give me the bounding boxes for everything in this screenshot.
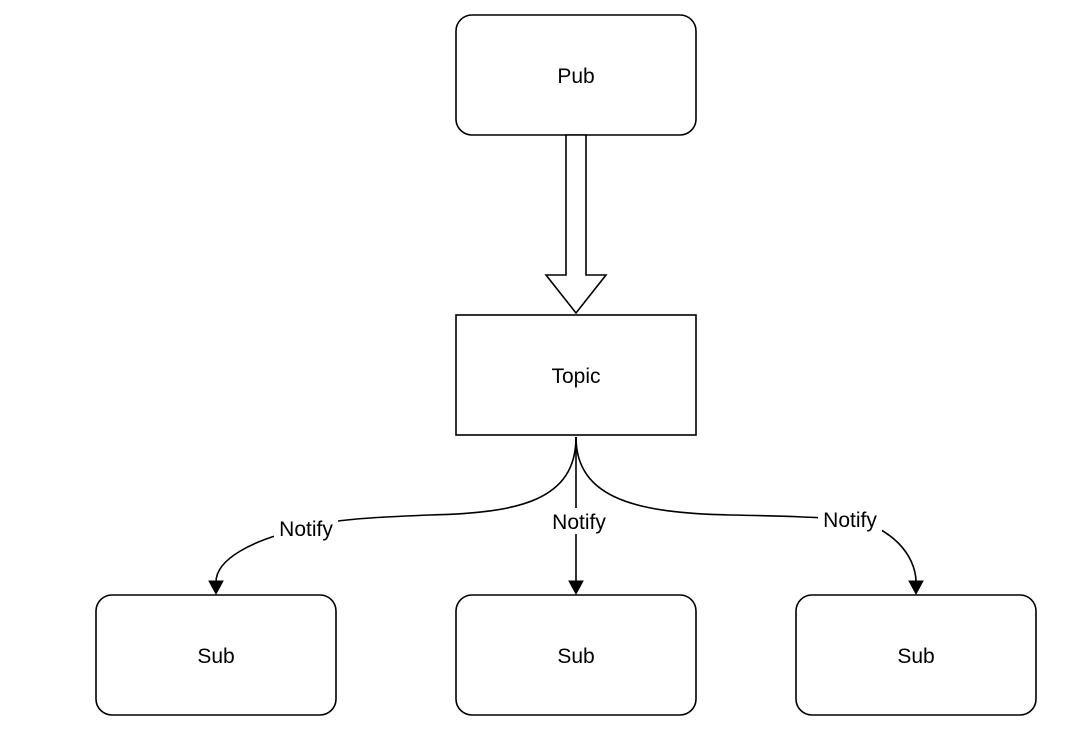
notify-edge-left-arrowhead bbox=[208, 580, 224, 596]
notify-edge-right[interactable]: Notify bbox=[575, 436, 924, 596]
notify-edge-center-label: Notify bbox=[552, 511, 606, 534]
sub-node-right-label: Sub bbox=[897, 645, 934, 668]
notify-edge-left[interactable]: Notify bbox=[208, 436, 577, 596]
notify-edge-right-line bbox=[575, 436, 917, 583]
sub-node-left-label: Sub bbox=[197, 645, 234, 668]
notify-edge-right-arrowhead bbox=[908, 580, 924, 596]
notify-edge-center-arrowhead bbox=[568, 580, 584, 596]
pub-to-topic-block-arrow bbox=[544, 134, 608, 315]
notify-edge-left-label: Notify bbox=[279, 518, 333, 541]
notify-edge-left-line bbox=[215, 436, 577, 583]
notify-edge-center[interactable]: Notify bbox=[547, 437, 611, 596]
sub-node-left[interactable]: Sub bbox=[95, 594, 337, 716]
pub-node[interactable]: Pub bbox=[455, 14, 697, 136]
notify-edge-right-label: Notify bbox=[823, 509, 877, 532]
topic-node[interactable]: Topic bbox=[455, 314, 697, 436]
sub-node-center[interactable]: Sub bbox=[455, 594, 697, 716]
topic-node-label: Topic bbox=[551, 365, 600, 388]
pub-node-label: Pub bbox=[557, 65, 594, 88]
sub-node-center-label: Sub bbox=[557, 645, 594, 668]
sub-node-right[interactable]: Sub bbox=[795, 594, 1037, 716]
